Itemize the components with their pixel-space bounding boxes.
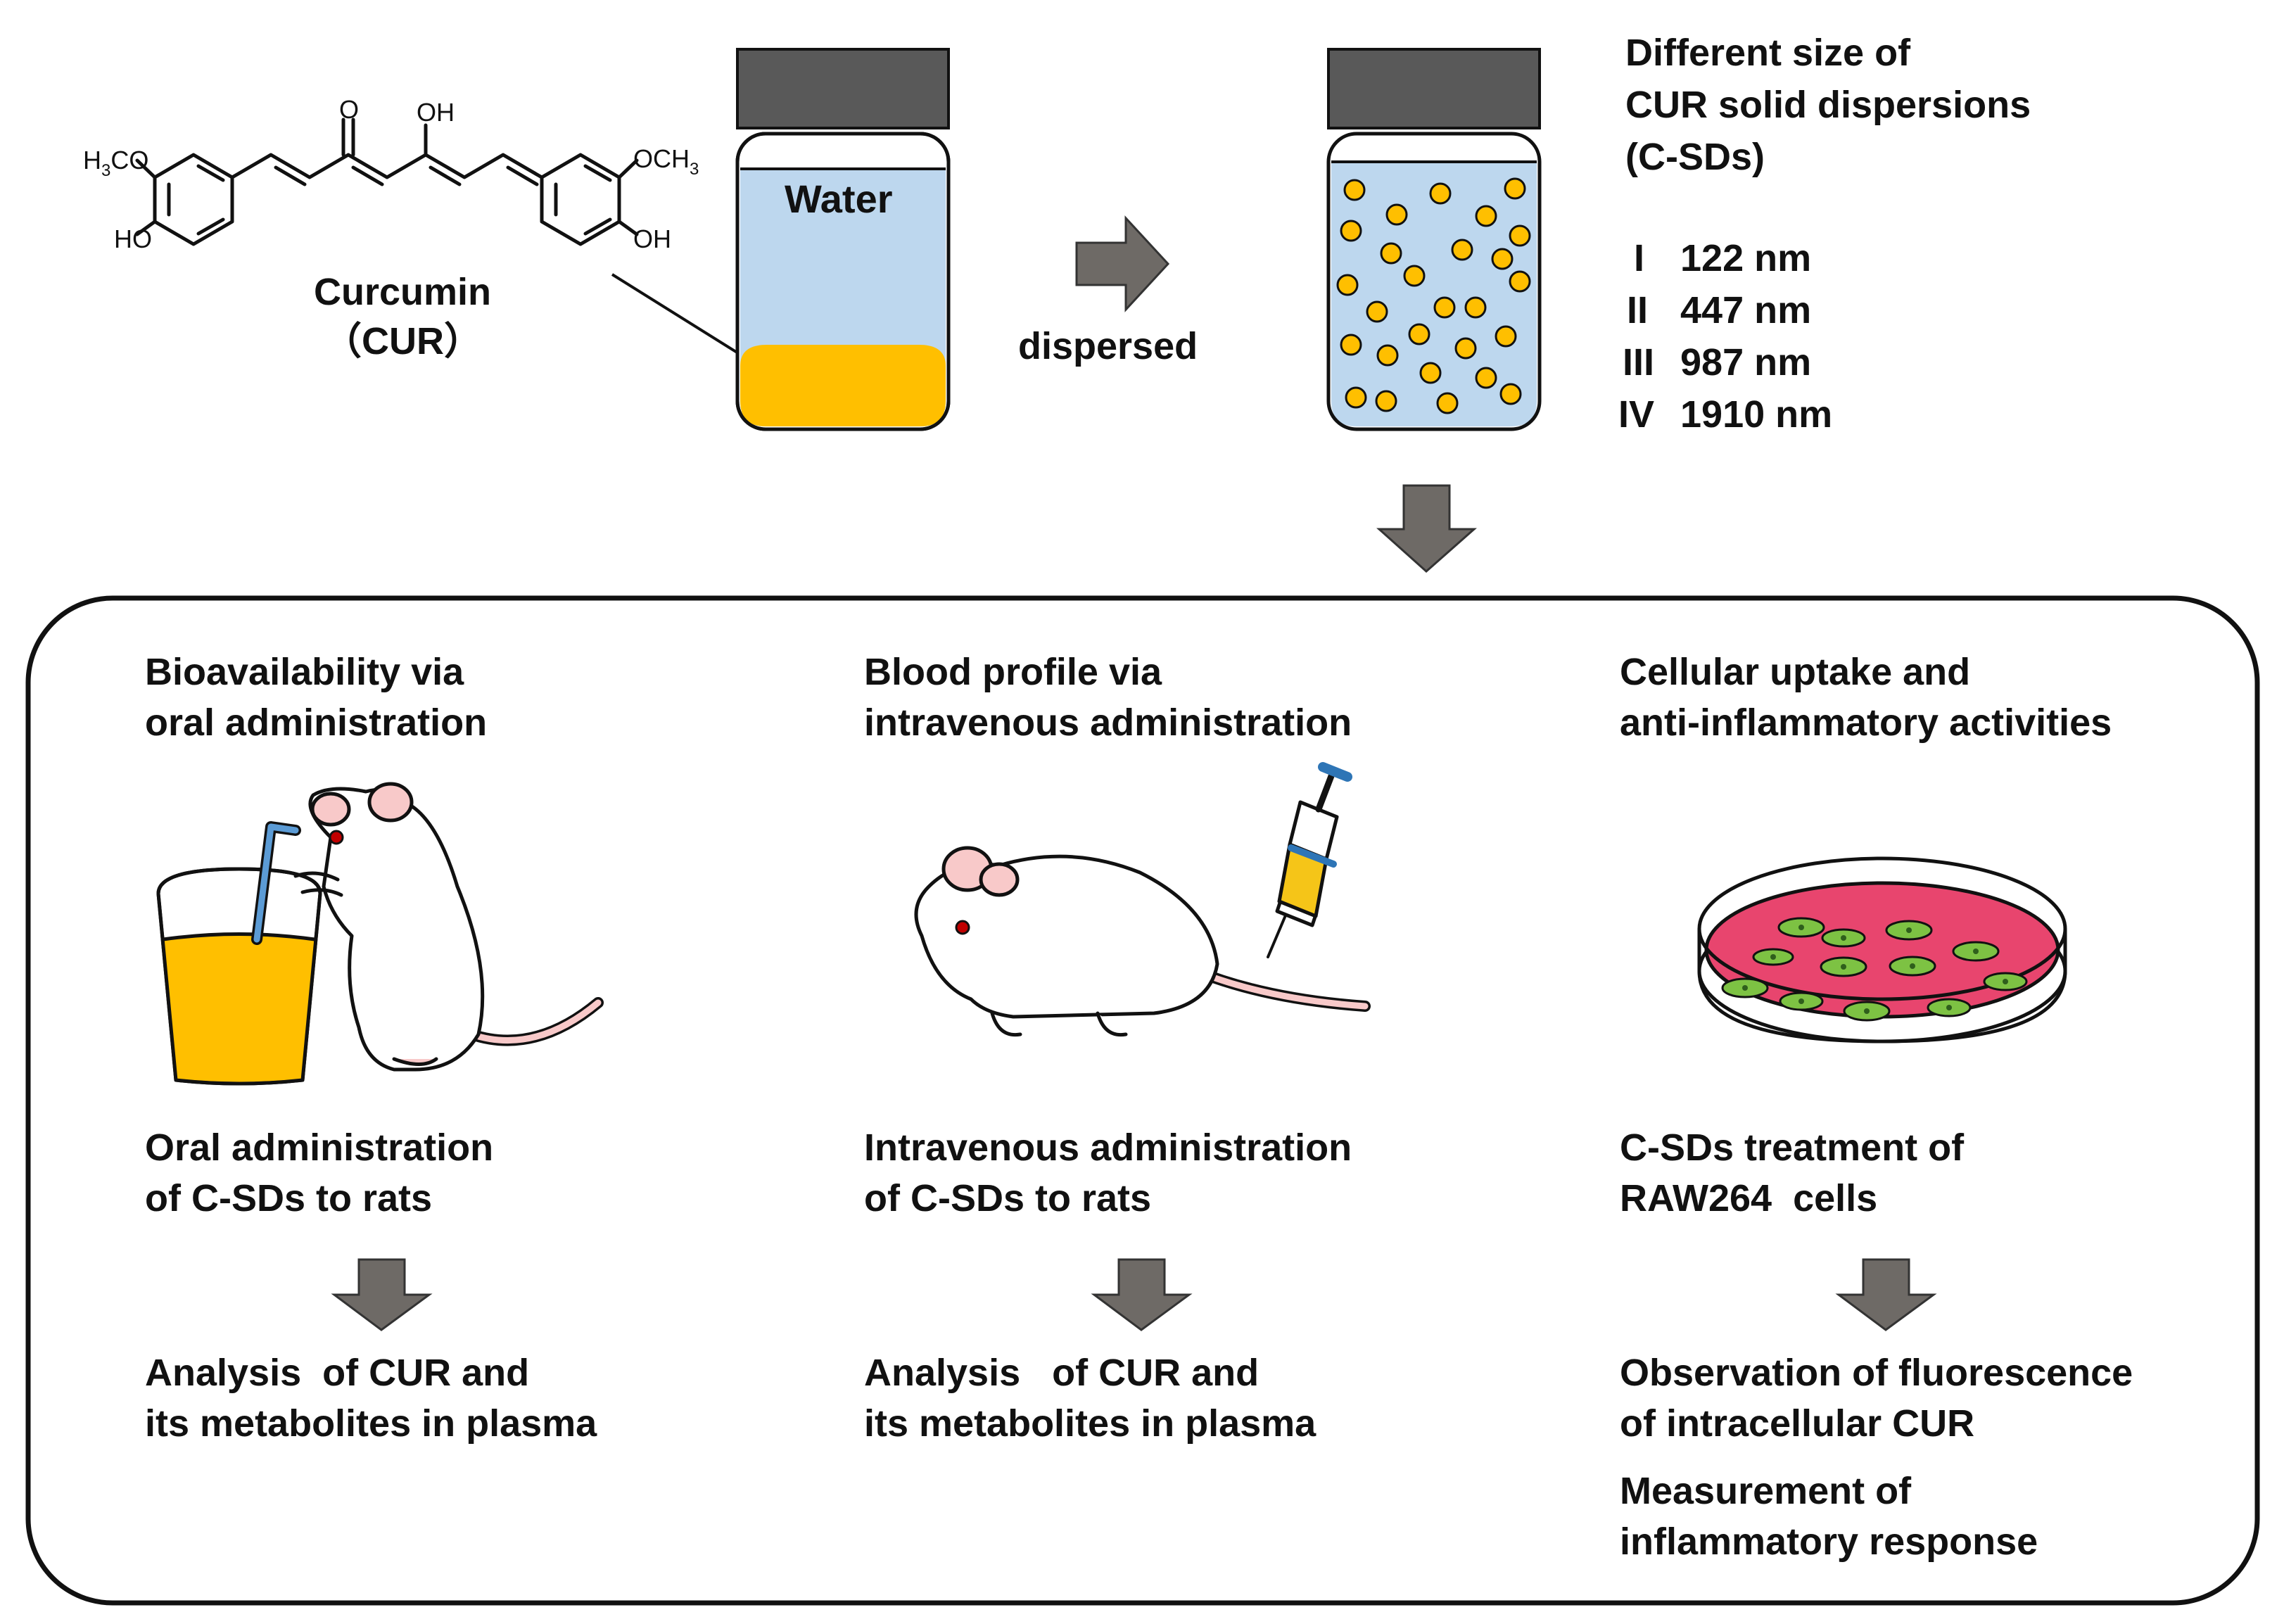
sizes-title-line3: (C-SDs) (1625, 136, 1765, 178)
panel-2-title-line1: Blood profile via (864, 651, 1162, 693)
panel-1-result-line1: Analysis of CUR and (145, 1352, 530, 1394)
panel-3-result-line1: Observation of fluorescence (1620, 1352, 2133, 1394)
syringe-icon (1267, 762, 1352, 958)
panel-2-result-line1: Analysis of CUR and (864, 1352, 1260, 1394)
water-vial (735, 48, 951, 431)
dispersion-vial (1326, 48, 1542, 431)
panel-3-result-line4: inflammatory response (1620, 1521, 2038, 1563)
panel-2-step-line1: Intravenous administration (864, 1127, 1352, 1169)
right-methoxy-label: OCH3 (633, 144, 699, 179)
curcumin-structure (135, 118, 639, 246)
panel-2-title-line2: intravenous administration (864, 702, 1352, 744)
down-arrow-main (1376, 484, 1477, 573)
panel-3-title-line1: Cellular uptake and (1620, 651, 1971, 693)
left-hydroxy-label: HO (114, 224, 152, 253)
size-value-2: 447 nm (1680, 289, 1812, 331)
dispersed-label: dispersed (1018, 325, 1198, 367)
panel-1-title-line1: Bioavailability via (145, 651, 464, 693)
size-value-3: 987 nm (1680, 341, 1812, 383)
curcumin-abbrev: （CUR） (324, 320, 482, 362)
down-arrow-panel-1 (331, 1258, 433, 1331)
panel-1-step-line1: Oral administration (145, 1127, 494, 1169)
panel-1-result-line2: its metabolites in plasma (145, 1402, 597, 1445)
enol-hydroxy-label: OH (417, 98, 455, 127)
panel-3-title-line2: anti-inflammatory activities (1620, 702, 2112, 744)
panel-3-result-line2: of intracellular CUR (1620, 1402, 1975, 1445)
down-arrow-panel-3 (1835, 1258, 1937, 1331)
rat-injection-icon (914, 762, 1371, 1037)
panel-3-result-line3: Measurement of (1620, 1470, 1912, 1512)
size-roman-3: III (1623, 341, 1655, 383)
size-value-4: 1910 nm (1680, 393, 1833, 436)
curcumin-powder (740, 345, 946, 426)
cells (1721, 917, 2028, 1022)
sizes-title-line2: CUR solid dispersions (1625, 84, 2031, 126)
dispersed-arrow (1075, 215, 1170, 312)
size-roman-4: IV (1618, 393, 1655, 436)
left-methoxy-label: H3CO (83, 146, 148, 180)
main-panel (25, 595, 2260, 1606)
panel-1-step-line2: of C-SDs to rats (145, 1177, 433, 1219)
rat-drinking-icon (156, 782, 604, 1086)
panel-3-step-line2: RAW264 cells (1620, 1177, 1878, 1219)
panel-2-step-line2: of C-SDs to rats (864, 1177, 1152, 1219)
cell-nuclei (1742, 925, 2008, 1014)
curcumin-name: Curcumin (314, 271, 492, 313)
petri-dish-icon (1697, 856, 2067, 1043)
size-roman-1: I (1634, 237, 1645, 279)
panel-3-step-line1: C-SDs treatment of (1620, 1127, 1965, 1169)
ketone-oxygen-label: O (339, 95, 359, 124)
panel-1-title-line2: oral administration (145, 702, 488, 744)
size-value-1: 122 nm (1680, 237, 1812, 279)
water-label: Water (785, 177, 893, 221)
right-hydroxy-label: OH (633, 224, 671, 253)
down-arrow-panel-2 (1091, 1258, 1193, 1331)
sizes-title-line1: Different size of (1625, 32, 1911, 74)
dispersed-particles (1336, 177, 1531, 414)
panel-2-result-line2: its metabolites in plasma (864, 1402, 1317, 1445)
size-roman-2: II (1627, 289, 1649, 331)
